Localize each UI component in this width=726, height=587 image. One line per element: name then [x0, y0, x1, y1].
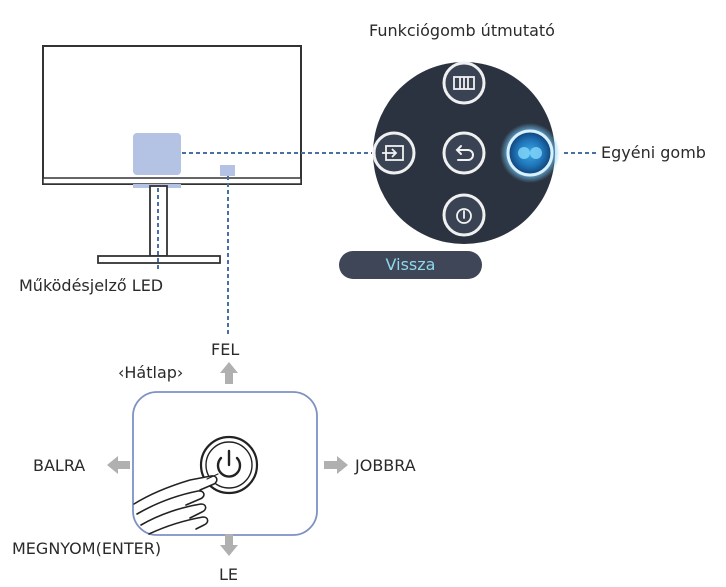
source-input-icon [382, 145, 404, 161]
left-label: BALRA [33, 456, 86, 475]
down-label: LE [219, 565, 239, 584]
monitor-bottom-bezel [42, 177, 302, 185]
hand-pressing-icon [133, 473, 219, 535]
control-button-mark [220, 165, 235, 176]
up-label: FEL [211, 340, 240, 359]
control-closeup [132, 391, 318, 536]
power-led-highlight [133, 133, 181, 175]
arrow-up [220, 362, 238, 384]
function-guide-title: Funkciógomb útmutató [369, 21, 555, 40]
jog-center-button [442, 131, 486, 175]
rear-panel-label: ‹Hátlap› [118, 363, 184, 382]
custom-button-label: Egyéni gomb [601, 143, 706, 162]
return-icon [455, 145, 474, 161]
jog-control-guide [372, 61, 560, 244]
power-off-icon [456, 208, 472, 224]
power-led-label: Működésjelző LED [19, 276, 164, 295]
leader-lines [157, 152, 598, 336]
custom-button-icon [518, 147, 542, 159]
back-pill-label: Vissza [339, 251, 482, 279]
press-label: MEGNYOM(ENTER) [12, 539, 162, 558]
arrow-down [220, 534, 238, 556]
right-label: JOBBRA [355, 456, 416, 475]
picture-mode-icon [453, 76, 475, 90]
monitor [42, 45, 302, 264]
arrow-left [107, 456, 130, 474]
power-icon [216, 449, 242, 478]
direction-arrows [107, 362, 348, 556]
arrow-right [324, 456, 348, 474]
